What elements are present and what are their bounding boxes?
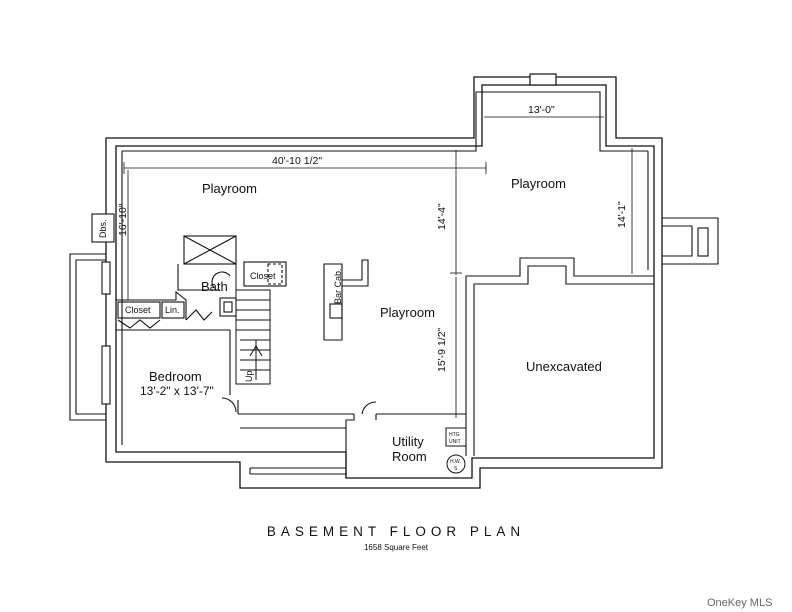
bedroom-label: Bedroom	[149, 369, 202, 384]
chimney-box	[529, 73, 557, 86]
bath-block	[177, 235, 237, 317]
unexcavated-label: Unexcavated	[526, 359, 602, 374]
lower-walls	[238, 401, 466, 478]
bath-label: Bath	[201, 279, 228, 294]
closet-top-box	[243, 261, 287, 287]
bar-label: Bar Cab.	[333, 268, 343, 304]
htg-unit	[445, 427, 467, 447]
exterior-walls	[105, 76, 663, 489]
linen-label: Lin.	[165, 305, 180, 315]
closet-left-label: Closet	[125, 305, 151, 315]
htg-label-2: UNIT	[449, 439, 461, 445]
dimension-lines	[123, 116, 633, 418]
water-heater	[446, 454, 466, 474]
right-well	[662, 217, 719, 265]
bedroom-size-label: 13'-2" x 13'-7"	[140, 384, 214, 398]
up-label: Up	[244, 370, 254, 382]
unexcavated-walls	[465, 257, 654, 456]
closet-row	[116, 290, 213, 329]
playroom-left-label: Playroom	[202, 181, 257, 196]
playroom-right-label: Playroom	[511, 176, 566, 191]
dim-mid-height: 14'-4"	[436, 203, 448, 230]
dim-left-height: 16'-10"	[117, 203, 129, 236]
dim-bump-width: 13'-0"	[528, 104, 555, 116]
hw-label-2: S	[454, 466, 458, 472]
dim-overall-width: 40'-10 1/2"	[272, 155, 322, 167]
interior-wall-lines	[121, 91, 649, 445]
utility-label-1: Utility	[392, 434, 424, 449]
dbs-label: Dbs.	[98, 219, 108, 238]
plan-title: BASEMENT FLOOR PLAN	[267, 524, 525, 539]
bar-counter	[323, 259, 369, 341]
plan-subtitle: 1658 Square Feet	[364, 543, 429, 552]
htg-label-1: HTG	[449, 432, 460, 438]
playroom-center-label: Playroom	[380, 305, 435, 320]
hw-label-1: H.W.	[450, 459, 461, 465]
watermark: OneKey MLS	[707, 597, 772, 609]
dim-right-height: 14'-1"	[616, 201, 628, 228]
dim-center-height: 15'-9 1/2"	[436, 327, 448, 372]
dbs-box	[91, 213, 115, 243]
bedroom-walls	[116, 329, 239, 414]
closet-top-label: Closet	[250, 271, 276, 281]
utility-label-2: Room	[392, 449, 427, 464]
stairs	[235, 264, 271, 385]
left-bay	[69, 253, 111, 421]
